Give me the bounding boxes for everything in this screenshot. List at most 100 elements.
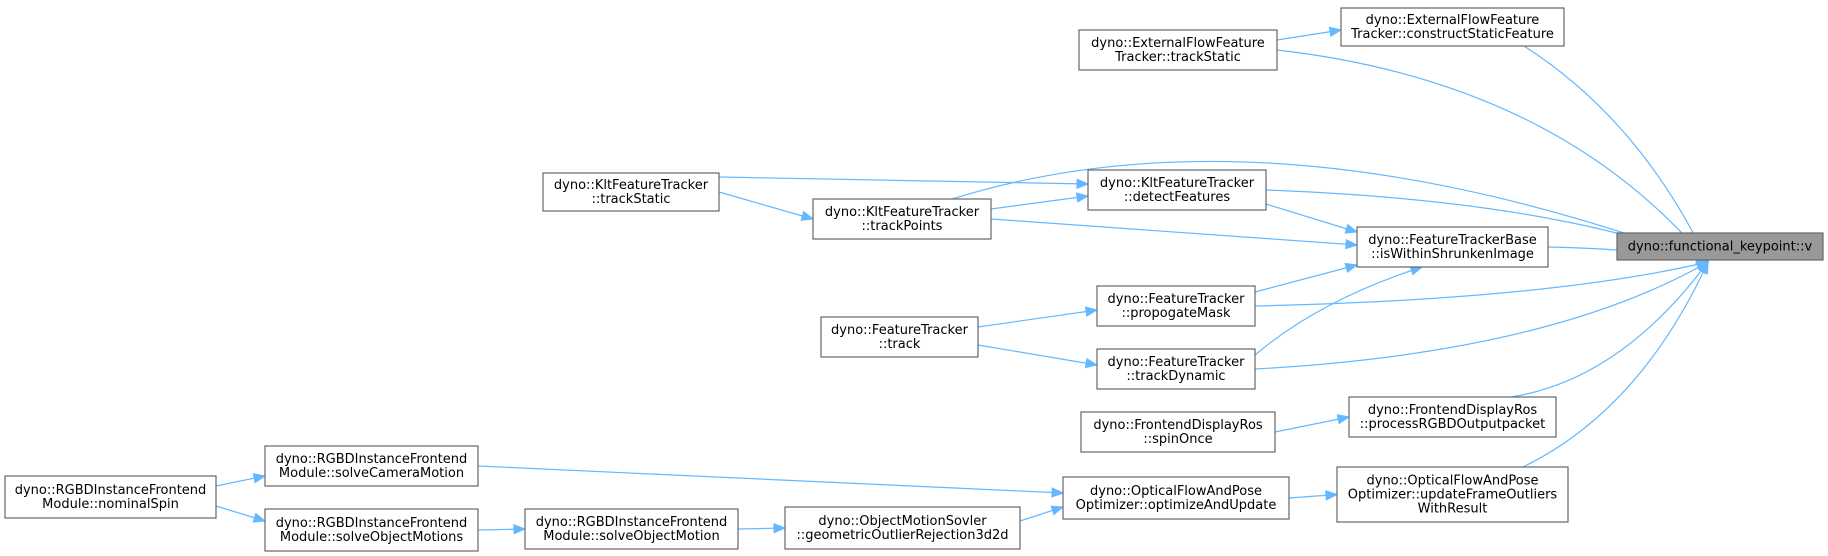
node-rgbSOMs[interactable]: dyno::RGBDInstanceFrontendModule::solveO… bbox=[264, 508, 479, 552]
edge-kltTP-to-kltDF bbox=[990, 192, 1090, 210]
node-fdrPR[interactable]: dyno::FrontendDisplayRos::processRGBDOut… bbox=[1348, 396, 1557, 438]
node-label-line: ::geometricOutlierRejection3d2d bbox=[796, 528, 1008, 543]
edge-ftTD-to-ftbIW bbox=[1254, 265, 1424, 356]
node-extTS[interactable]: dyno::ExternalFlowFeatureTracker::trackS… bbox=[1078, 29, 1278, 71]
edge-fdrSO-to-fdrPR bbox=[1274, 414, 1351, 433]
node-label-line: dyno::OpticalFlowAndPose bbox=[1367, 474, 1539, 489]
node-label-line: Module::solveObjectMotions bbox=[280, 530, 463, 545]
node-rgbSCM[interactable]: dyno::RGBDInstanceFrontendModule::solveC… bbox=[264, 445, 479, 487]
node-box bbox=[1062, 476, 1290, 520]
node-label-line: ::detectFeatures bbox=[1124, 190, 1230, 205]
node-label-line: dyno::FeatureTracker bbox=[1108, 292, 1246, 307]
node-label-line: dyno::KltFeatureTracker bbox=[825, 205, 980, 220]
node-label-line: dyno::ExternalFlowFeature bbox=[1091, 36, 1265, 51]
node-label-line: Optimizer::updateFrameOutliers bbox=[1348, 488, 1558, 503]
node-ofpOU[interactable]: dyno::OpticalFlowAndPoseOptimizer::optim… bbox=[1062, 476, 1290, 520]
edge-fdrPR-to-root bbox=[1510, 260, 1709, 398]
edge-kltTS-to-kltDF bbox=[718, 176, 1090, 190]
edge-kltDF-to-ftbIW bbox=[1265, 203, 1359, 234]
node-label-line: dyno::KltFeatureTracker bbox=[1100, 176, 1255, 191]
node-box bbox=[812, 198, 992, 240]
edge-rgbSCM-to-ofpOU bbox=[477, 465, 1065, 498]
node-rgbNS[interactable]: dyno::RGBDInstanceFrontendModule::nomina… bbox=[4, 475, 217, 519]
edge-omsGOR-to-ofpOU bbox=[1019, 505, 1065, 522]
node-label-line: dyno::FeatureTracker bbox=[1108, 355, 1246, 370]
edge-ftT-to-ftTD bbox=[977, 344, 1099, 369]
node-ofpUF[interactable]: dyno::OpticalFlowAndPoseOptimizer::updat… bbox=[1336, 466, 1569, 523]
node-box bbox=[264, 445, 479, 487]
node-rgbSOM[interactable]: dyno::RGBDInstanceFrontendModule::solveO… bbox=[524, 508, 739, 550]
node-root[interactable]: dyno::functional_keypoint::v bbox=[1616, 232, 1824, 261]
edge-ftT-to-ftPM bbox=[977, 306, 1099, 328]
node-box bbox=[1080, 411, 1276, 453]
node-fdrSO[interactable]: dyno::FrontendDisplayRos::spinOnce bbox=[1080, 411, 1276, 453]
node-label-line: dyno::OpticalFlowAndPose bbox=[1090, 484, 1262, 499]
edge-rgbSOM-to-omsGOR bbox=[737, 523, 787, 534]
edge-rgbNS-to-rgbSCM bbox=[215, 473, 267, 487]
node-label-line: dyno::FrontendDisplayRos bbox=[1368, 403, 1538, 418]
node-extCSF[interactable]: dyno::ExternalFlowFeatureTracker::constr… bbox=[1340, 7, 1565, 47]
node-label-line: ::trackPoints bbox=[862, 219, 943, 234]
node-label-line: dyno::RGBDInstanceFrontend bbox=[536, 515, 728, 530]
node-box bbox=[1078, 29, 1278, 71]
node-box bbox=[1356, 226, 1549, 268]
node-label-line: Tracker::constructStaticFeature bbox=[1350, 27, 1554, 42]
node-box bbox=[1340, 7, 1565, 47]
node-ftbIW[interactable]: dyno::FeatureTrackerBase::isWithinShrunk… bbox=[1356, 226, 1549, 268]
node-label-line: ::spinOnce bbox=[1143, 432, 1212, 447]
node-label-line: ::processRGBDOutputpacket bbox=[1360, 417, 1545, 432]
node-box bbox=[542, 172, 720, 212]
node-omsGOR[interactable]: dyno::ObjectMotionSovler::geometricOutli… bbox=[784, 506, 1021, 550]
node-label-line: ::propogateMask bbox=[1121, 306, 1230, 321]
nodes-layer: dyno::functional_keypoint::v dyno::Extern… bbox=[4, 7, 1824, 552]
edge-extCSF-to-root bbox=[1523, 45, 1709, 264]
node-kltTS[interactable]: dyno::KltFeatureTracker::trackStatic bbox=[542, 172, 720, 212]
edge-extTS-to-extCSF bbox=[1276, 26, 1343, 41]
edge-rgbNS-to-rgbSOMs bbox=[215, 505, 267, 523]
node-box bbox=[784, 506, 1021, 550]
node-box bbox=[264, 508, 479, 552]
edge-kltTP-to-root bbox=[951, 160, 1710, 263]
node-box bbox=[1616, 232, 1824, 261]
node-box bbox=[820, 316, 979, 358]
node-box bbox=[4, 475, 217, 519]
node-label-line: dyno::RGBDInstanceFrontend bbox=[276, 452, 468, 467]
edge-ftPM-to-ftbIW bbox=[1254, 262, 1359, 293]
edge-ftTD-to-root bbox=[1254, 261, 1710, 370]
node-label-line: dyno::ExternalFlowFeature bbox=[1366, 13, 1540, 28]
node-box bbox=[1096, 285, 1256, 327]
edge-kltTP-to-ftbIW bbox=[990, 218, 1359, 250]
node-label-line: dyno::KltFeatureTracker bbox=[554, 178, 709, 193]
node-label-line: dyno::ObjectMotionSovler bbox=[818, 514, 987, 529]
node-box bbox=[1087, 169, 1267, 211]
node-label-line: Tracker::trackStatic bbox=[1114, 50, 1241, 65]
node-ftPM[interactable]: dyno::FeatureTracker::propogateMask bbox=[1096, 285, 1256, 327]
node-ftTD[interactable]: dyno::FeatureTracker::trackDynamic bbox=[1096, 348, 1256, 390]
edge-kltTS-to-kltTP bbox=[718, 191, 815, 221]
node-label-line: ::track bbox=[879, 337, 921, 352]
node-box bbox=[1096, 348, 1256, 390]
node-label-line: ::trackDynamic bbox=[1126, 369, 1225, 384]
node-label-line: Module::nominalSpin bbox=[42, 497, 179, 512]
node-ftT[interactable]: dyno::FeatureTracker::track bbox=[820, 316, 979, 358]
node-label-line: Optimizer::optimizeAndUpdate bbox=[1076, 498, 1277, 513]
node-label-line: ::trackStatic bbox=[591, 192, 670, 207]
node-label-line: dyno::RGBDInstanceFrontend bbox=[276, 516, 468, 531]
node-box bbox=[1336, 466, 1569, 523]
node-label-line: Module::solveCameraMotion bbox=[279, 466, 464, 481]
edge-ofpOU-to-ofpUF bbox=[1288, 490, 1339, 501]
node-label-line: dyno::RGBDInstanceFrontend bbox=[15, 483, 207, 498]
node-box bbox=[524, 508, 739, 550]
node-kltDF[interactable]: dyno::KltFeatureTracker::detectFeatures bbox=[1087, 169, 1267, 211]
node-label-line: ::isWithinShrunkenImage bbox=[1371, 247, 1534, 262]
node-box bbox=[1348, 396, 1557, 438]
node-label-line: dyno::functional_keypoint::v bbox=[1628, 240, 1813, 255]
edge-rgbSOMs-to-rgbSOM bbox=[477, 524, 527, 535]
node-label-line: dyno::FeatureTracker bbox=[831, 323, 969, 338]
node-label-line: Module::solveObjectMotion bbox=[543, 529, 719, 544]
edge-ofpUF-to-root bbox=[1522, 260, 1709, 468]
node-kltTP[interactable]: dyno::KltFeatureTracker::trackPoints bbox=[812, 198, 992, 240]
node-label-line: WithResult bbox=[1418, 502, 1488, 517]
node-label-line: dyno::FeatureTrackerBase bbox=[1368, 233, 1537, 248]
